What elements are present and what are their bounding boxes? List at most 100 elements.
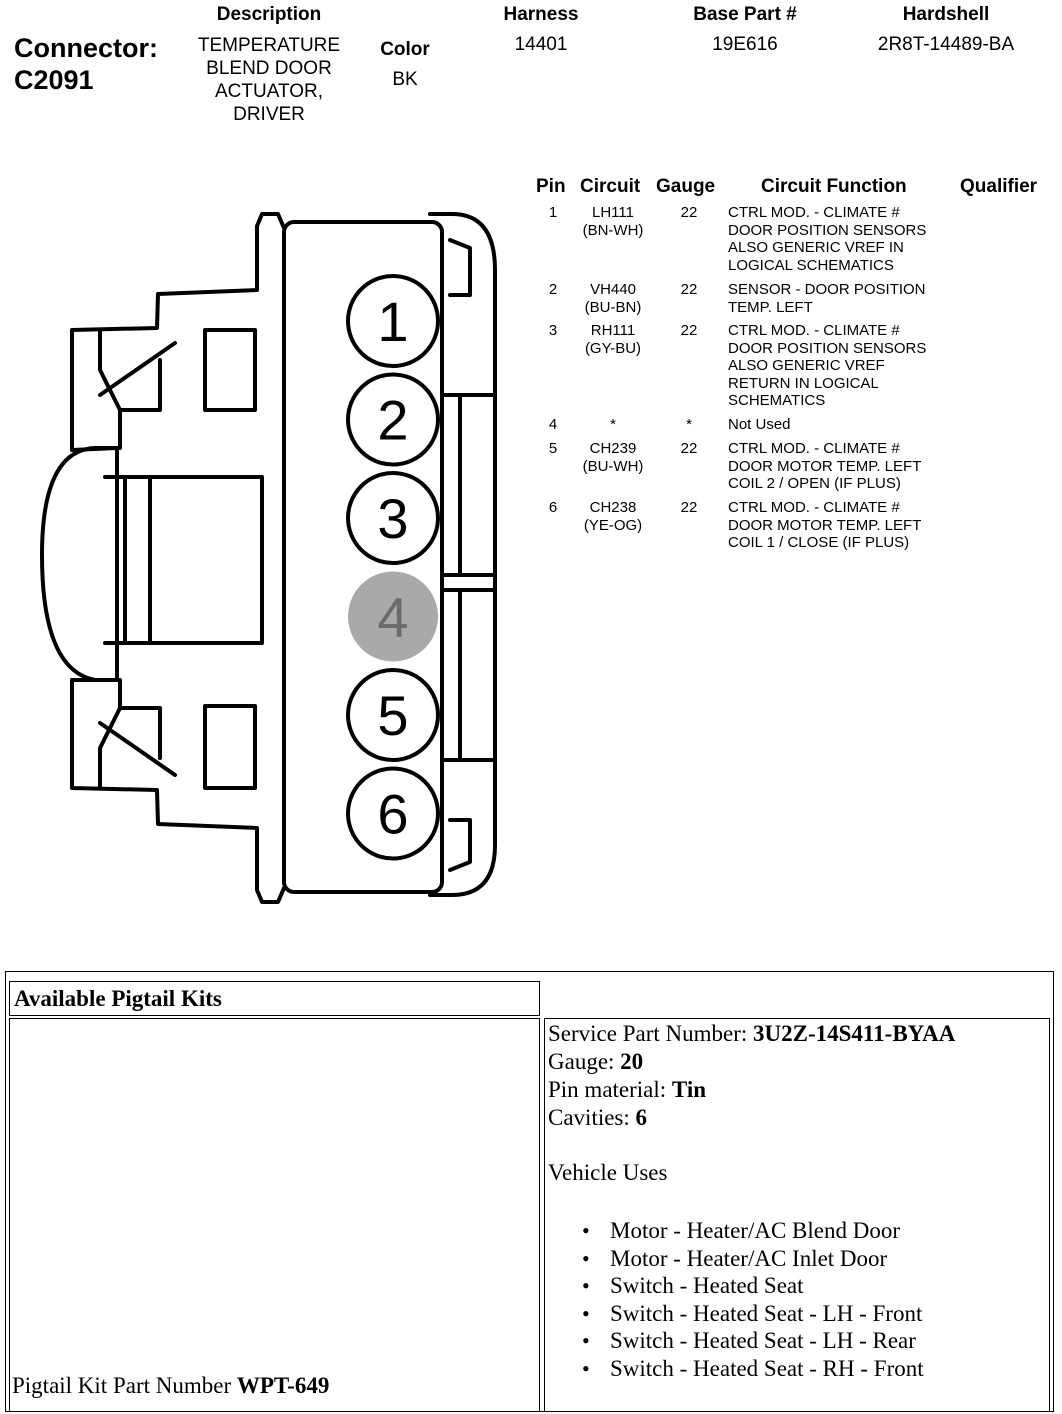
gauge-value: 22 (660, 440, 718, 458)
gauge-value-line: 22 (680, 322, 698, 339)
circuit-code: VH440(BU-BN) (578, 281, 648, 316)
gauge-value-line: 22 (680, 204, 698, 221)
pin-number-line: 3 (548, 322, 558, 339)
pin-cavity-2 (346, 372, 440, 467)
circuit-code-line: (BN-WH) (582, 221, 644, 239)
pigtail-title: Available Pigtail Kits (14, 986, 222, 1011)
connector-heading: Connector: C2091 (14, 32, 158, 96)
description-line: ACTUATOR, (214, 81, 324, 102)
pin-number-line: 4 (548, 416, 558, 433)
pigtail-kit-part: Pigtail Kit Part Number WPT-649 (12, 1373, 329, 1399)
gauge-value: 22 (660, 204, 718, 222)
base-part-value: 19E616 (712, 34, 778, 55)
pin-number-line: 6 (548, 499, 558, 516)
pin-number-line: 1 (548, 204, 558, 221)
description-value: TEMPERATURE BLEND DOOR ACTUATOR, DRIVER (184, 34, 354, 126)
pigtail-outer-box (5, 971, 1054, 1412)
pigtail-left-box (9, 1018, 540, 1412)
circuit-code: * (578, 416, 648, 434)
circuit-code-line: (YE-OG) (583, 516, 643, 534)
circuit-code-line: (BU-BN) (584, 298, 642, 316)
pin-number-line: 5 (548, 440, 558, 457)
circuit-function-line: DOOR POSITION SENSORS (728, 221, 927, 239)
latch-tongue (103, 475, 264, 645)
vehicle-use-item: Motor - Heater/AC Inlet Door (576, 1245, 1046, 1273)
circuit-function-line: ALSO GENERIC VREF IN (728, 239, 904, 256)
cavities-row: Cavities: 6 (548, 1104, 955, 1132)
hardshell-label: Hardshell (902, 4, 990, 25)
right-tab-outline (440, 212, 497, 897)
pin-cavity-4 (348, 571, 438, 662)
pin-number: 3 (536, 322, 570, 340)
service-part-row: Service Part Number: 3U2Z-14S411-BYAA (548, 1020, 955, 1048)
circuit-code: LH111(BN-WH) (578, 204, 648, 239)
circuit-function-line: CTRL MOD. - CLIMATE # (728, 322, 900, 339)
circuit-function-line: DOOR MOTOR TEMP. LEFT (728, 457, 922, 475)
description-line: BLEND DOOR (206, 58, 332, 79)
gauge-value: * (660, 416, 718, 434)
function-header: Circuit Function (761, 176, 907, 197)
circuit-code-line: * (610, 416, 616, 433)
gauge-value-line: 22 (680, 440, 698, 457)
base-part-label: Base Part # (693, 4, 797, 25)
gauge-value: 22 (660, 281, 718, 299)
pin-material-label: Pin material: (548, 1077, 672, 1102)
gauge-header: Gauge (656, 176, 716, 197)
gauge-value-line: * (686, 416, 692, 433)
cavities-label: Cavities: (548, 1105, 636, 1130)
pin-number: 4 (536, 416, 570, 434)
pin-material-value: Tin (671, 1077, 707, 1102)
gauge-value: 22 (660, 322, 718, 340)
vehicle-use-item: Switch - Heated Seat - RH - Front (576, 1355, 1046, 1383)
circuit-function-line: Not Used (728, 416, 791, 433)
pigtail-details: Service Part Number: 3U2Z-14S411-BYAA Ga… (548, 1020, 955, 1187)
circuit-function: Not Used (728, 416, 958, 434)
pin-number: 6 (536, 499, 570, 517)
window-lower (203, 704, 257, 790)
circuit-function: CTRL MOD. - CLIMATE #DOOR MOTOR TEMP. LE… (728, 499, 958, 552)
circuit-function: CTRL MOD. - CLIMATE #DOOR POSITION SENSO… (728, 204, 958, 274)
pigtail-title-box: Available Pigtail Kits (9, 981, 540, 1016)
pigtail-right-box (544, 1018, 1050, 1412)
pin-cavity-label: 5 (377, 684, 408, 747)
pin-cavity-label: 3 (377, 487, 408, 550)
circuit-function-line: DOOR POSITION SENSORS (728, 339, 927, 357)
circuit-function: CTRL MOD. - CLIMATE #DOOR POSITION SENSO… (728, 322, 958, 410)
vehicle-use-item: Switch - Heated Seat - LH - Rear (576, 1327, 1046, 1355)
gauge-row: Gauge: 20 (548, 1048, 955, 1076)
vehicle-use-item: Switch - Heated Seat (576, 1272, 1046, 1300)
gauge-label: Gauge: (548, 1049, 621, 1074)
circuit-code-line: CH238 (589, 499, 637, 516)
pin-number-line: 2 (548, 281, 558, 298)
qualifier-header: Qualifier (960, 176, 1038, 197)
kit-part-label: Pigtail Kit Part Number (12, 1373, 237, 1398)
service-part-label: Service Part Number: (548, 1021, 754, 1046)
pin-cavity-label: 4 (377, 586, 408, 649)
circuit-code-line: RH111 (590, 322, 636, 339)
circuit-function-line: LOGICAL SCHEMATICS (728, 256, 894, 274)
gauge-value-line: 22 (680, 499, 698, 516)
latch-bump (40, 446, 119, 682)
circuit-function-line: CTRL MOD. - CLIMATE # (728, 440, 900, 457)
circuit-header: Circuit (580, 176, 641, 197)
vehicle-use-item: Motor - Heater/AC Blend Door (576, 1217, 1046, 1245)
circuit-code-line: (GY-BU) (584, 339, 642, 357)
vehicle-uses-label: Vehicle Uses (548, 1160, 668, 1185)
harness-value: 14401 (514, 34, 568, 55)
window-upper (203, 328, 257, 412)
gauge-value: 22 (660, 499, 718, 517)
hardshell-value: 2R8T-14489-BA (877, 34, 1015, 55)
vehicle-use-item: Switch - Heated Seat - LH - Front (576, 1300, 1046, 1328)
circuit-function-line: SENSOR - DOOR POSITION (728, 281, 926, 298)
connector-body (282, 220, 444, 894)
pin-cavity-label: 1 (377, 290, 408, 353)
circuit-function-line: COIL 1 / CLOSE (IF PLUS) (728, 534, 910, 551)
circuit-function-line: TEMP. LEFT (728, 298, 813, 316)
circuit-code: CH238(YE-OG) (578, 499, 648, 534)
circuit-function-line: CTRL MOD. - CLIMATE # (728, 499, 900, 516)
pin-number: 2 (536, 281, 570, 299)
circuit-function-line: ALSO GENERIC VREF (728, 357, 885, 374)
description-line: TEMPERATURE (197, 35, 341, 56)
